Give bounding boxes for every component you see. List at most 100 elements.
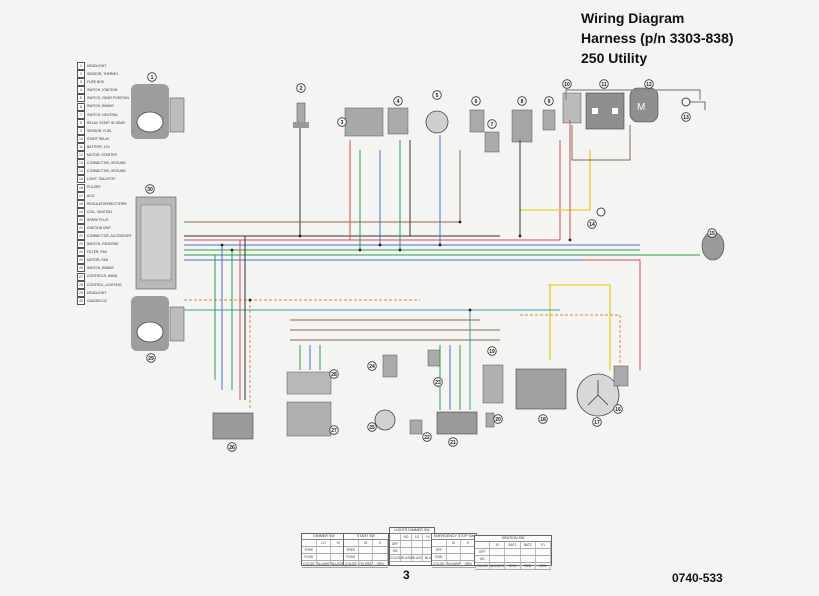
legend-number: 26 [77,264,85,273]
legend-name: SWITCH, GEAR POSITION [87,96,130,101]
legend-name: SWITCH, BRAKE [87,266,114,271]
callout-label: 15 [709,231,715,237]
legend-number: 16 [77,183,85,192]
legend-number: 8 [77,118,85,127]
brake-switch-6 [469,109,485,133]
ignition-coil-19 [482,364,504,404]
legend-number: 10 [77,134,85,143]
relay-8 [511,109,533,143]
legend-name: REGULATOR/RECTIFIER [87,201,127,206]
callout-18: 18 [538,414,548,424]
callout-27: 27 [329,425,339,435]
legend-number: 27 [77,272,85,281]
callout-28: 28 [329,369,339,379]
legend-name: COIL, IGNITION [87,209,112,214]
legend-number: 2 [77,70,85,79]
legend-number: 22 [77,232,85,241]
regulator-18 [515,368,567,410]
wire-teal-main [184,309,560,410]
legend-name: SWITCH, BRAKE [87,104,114,109]
callout-10: 10 [562,79,572,89]
legend-name: IGNITION UNIT [87,225,111,230]
callout-label: 4 [397,99,400,105]
callout-20: 20 [493,414,503,424]
legend-number: 24 [77,248,85,257]
legend-name: SENSOR, FUEL [87,128,112,133]
wire-black-main [184,128,500,237]
ignition-unit-21 [436,411,478,435]
callout-label: 22 [424,435,430,441]
callout-label: 29 [148,356,154,362]
callout-17: 17 [592,417,602,427]
legend-number: 5 [77,94,85,103]
legend-name: ACG [87,193,95,198]
fan-filter-24 [382,354,398,378]
brake-switch-26 [212,412,254,440]
legend-name: PULSER [87,185,101,190]
callout-12: 12 [644,79,654,89]
legend-name: CONNECTOR, GROUND [87,169,126,174]
callout-23: 23 [433,377,443,387]
legend-name: CONTROLS, HAND [87,274,118,279]
wire-yellow-main [520,150,611,370]
wire-blue-main [184,244,640,261]
legend-number: 21 [77,223,85,232]
legend-name: GAUGE/LCD [87,298,107,303]
diagram-title: Wiring Diagram [581,10,685,26]
callout-30: 30 [145,184,155,194]
callout-15: 15 [707,228,717,238]
harness-part-number: Harness (p/n 3303-838) [581,30,734,46]
callout-label: 1 [151,75,154,81]
callout-label: 16 [615,407,621,413]
acg-17 [576,373,620,417]
legend-number: 4 [77,86,85,95]
legend-number: 6 [77,102,85,111]
callout-2: 2 [296,83,306,93]
callout-11: 11 [599,79,609,89]
legend-name: SWITCH, REVERSE [87,242,119,247]
svg-text:M: M [637,102,645,113]
legend-name: LIGHT, TAIL/STOP [87,177,116,182]
ground-connector-13 [681,97,706,110]
legend-name: HEADLIGHT [87,290,107,295]
legend-number: 13 [77,159,85,168]
legend-number: 19 [77,207,85,216]
callout-26: 26 [227,442,237,452]
wire-brown-battery [571,125,631,161]
wire-green-vertical [214,140,401,390]
legend-number: 28 [77,280,85,289]
legend-number: 11 [77,143,85,152]
legend-name: SPARK PLUG [87,217,109,222]
wire-blue-vertical [221,135,441,390]
callout-label: 2 [300,86,303,92]
callout-label: 26 [229,445,235,451]
legend-number: 25 [77,256,85,265]
legend-number: 3 [77,78,85,87]
callout-9: 9 [544,96,554,106]
callout-label: 6 [475,99,478,105]
headlight-1 [131,84,185,139]
accessory-connector-22 [409,419,423,435]
callout-22: 22 [422,432,432,442]
callout-label: 12 [646,82,652,88]
legend-number: 1 [77,62,85,71]
legend-number: 14 [77,167,85,176]
callout-8: 8 [517,96,527,106]
